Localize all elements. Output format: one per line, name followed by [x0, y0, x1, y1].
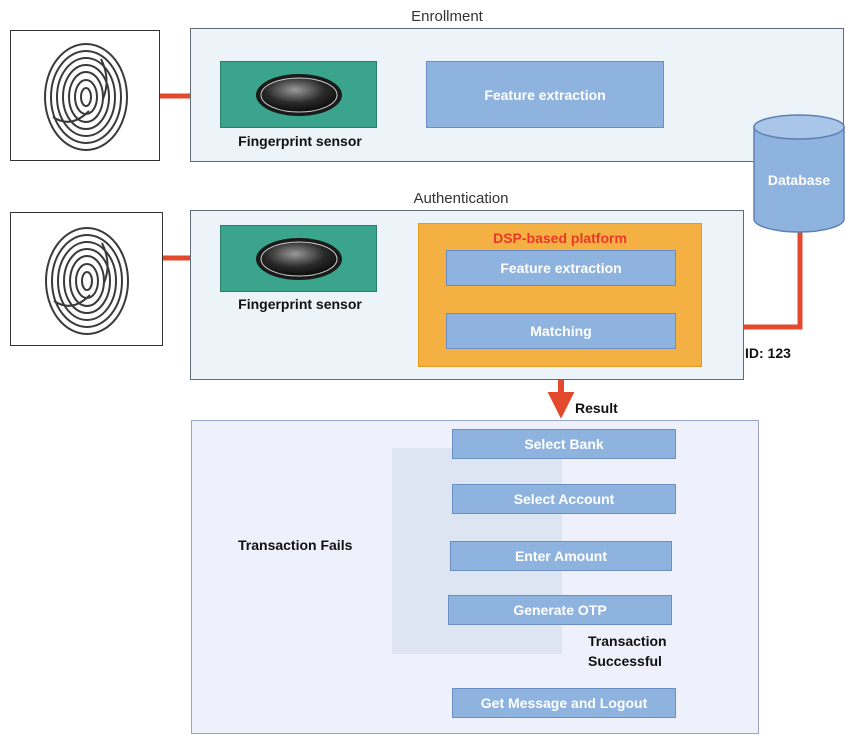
sensor-pad-icon — [256, 74, 342, 116]
enrollment-sensor-label: Fingerprint sensor — [238, 133, 362, 149]
transaction-success-label-line2: Successful — [588, 653, 662, 669]
authentication-sensor-label: Fingerprint sensor — [238, 296, 362, 312]
fingerprint-icon — [45, 227, 129, 335]
enrollment-fingerprint-frame — [10, 30, 160, 161]
enrollment-feature-extraction-box: Feature extraction — [426, 61, 664, 128]
select-account-box: Select Account — [452, 484, 676, 514]
dsp-platform-title: DSP-based platform — [493, 230, 627, 246]
id-label: ID: 123 — [745, 345, 791, 361]
fingerprint-icon — [44, 43, 128, 151]
transaction-success-label-line1: Transaction — [588, 633, 667, 649]
authentication-title: Authentication — [413, 190, 509, 207]
authentication-sensor-box — [220, 225, 377, 292]
database-label: Database — [767, 172, 831, 188]
sensor-pad-icon — [256, 238, 342, 280]
select-bank-box: Select Bank — [452, 429, 676, 459]
authentication-feature-extraction-box: Feature extraction — [446, 250, 676, 286]
authentication-fingerprint-frame — [10, 212, 163, 346]
enrollment-title: Enrollment — [411, 8, 483, 25]
generate-otp-box: Generate OTP — [448, 595, 672, 625]
database-cylinder-icon — [753, 114, 845, 233]
transaction-fails-label: Transaction Fails — [238, 537, 353, 553]
enrollment-sensor-box — [220, 61, 377, 128]
matching-box: Matching — [446, 313, 676, 349]
get-message-logout-box: Get Message and Logout — [452, 688, 676, 718]
result-label: Result — [575, 400, 618, 416]
enter-amount-box: Enter Amount — [450, 541, 672, 571]
